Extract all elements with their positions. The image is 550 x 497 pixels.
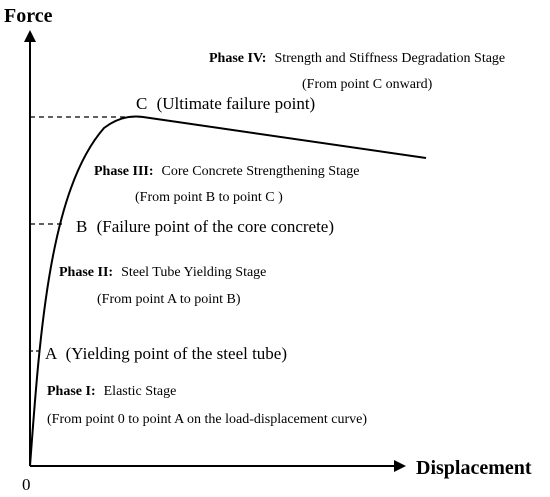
point-a-description: (Yielding point of the steel tube) (66, 344, 287, 363)
point-b-letter: B (76, 217, 87, 236)
phase-1-heading: Phase I: Elastic Stage (47, 382, 176, 399)
phase-4-range: (From point C onward) (302, 77, 433, 92)
phase-3-title: Core Concrete Strengthening Stage (162, 164, 360, 179)
phase-4-name: Phase IV: (209, 51, 266, 66)
point-b-description: (Failure point of the core concrete) (97, 217, 334, 236)
point-c-letter: C (136, 94, 147, 113)
phase-1-range: (From point 0 to point A on the load-dis… (47, 412, 367, 427)
point-a-letter: A (45, 344, 58, 363)
load-displacement-curve (29, 115, 427, 467)
phase-2-title: Steel Tube Yielding Stage (121, 265, 266, 280)
phase-2-heading: Phase II: Steel Tube Yielding Stage (59, 263, 266, 280)
point-c-description: (Ultimate failure point) (157, 94, 316, 113)
phase-1-name: Phase I: (47, 384, 96, 399)
x-axis-label: Displacement (416, 457, 532, 479)
phase-2-range: (From point A to point B) (97, 292, 241, 307)
phase-2-name: Phase II: (59, 265, 113, 280)
phase-3-name: Phase III: (94, 164, 154, 179)
point-a-label: A (Yielding point of the steel tube) (45, 344, 287, 363)
phase-4-title: Strength and Stiffness Degradation Stage (274, 51, 505, 66)
point-b-label: B (Failure point of the core concrete) (76, 217, 334, 236)
y-axis-label: Force (4, 5, 53, 27)
phase-4-heading: Phase IV: Strength and Stiffness Degrada… (209, 49, 505, 66)
point-c-label: C (Ultimate failure point) (136, 94, 315, 113)
origin-label: 0 (22, 475, 31, 494)
phase-3-heading: Phase III: Core Concrete Strengthening S… (94, 162, 359, 179)
phase-3-range: (From point B to point C ) (135, 190, 283, 205)
phase-1-title: Elastic Stage (104, 384, 177, 399)
